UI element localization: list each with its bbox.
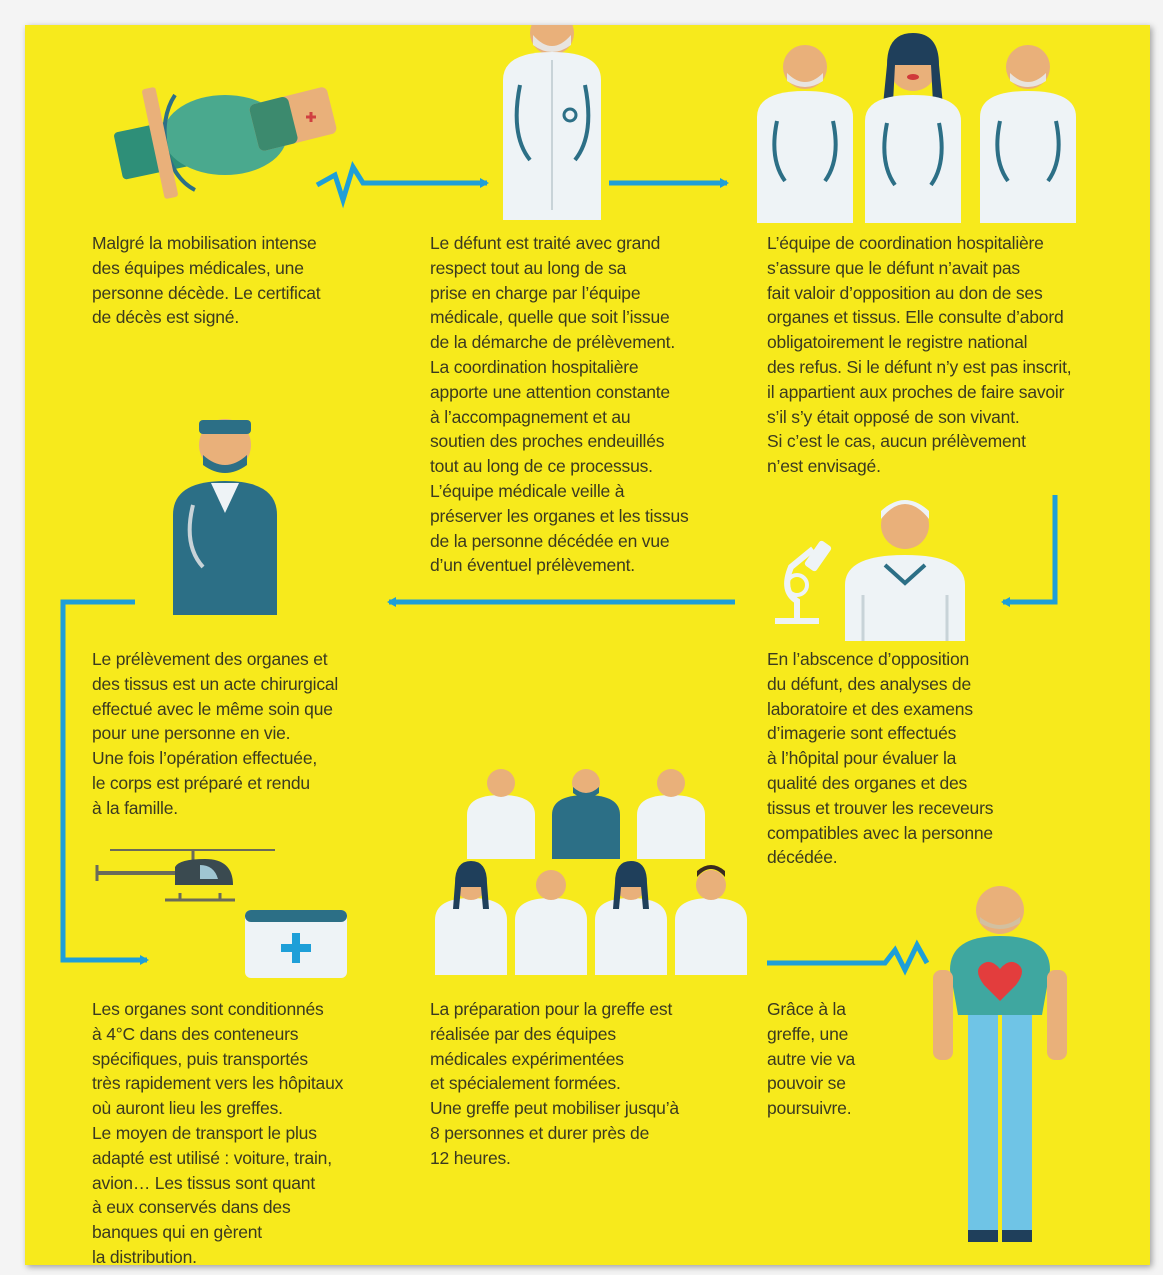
step-3-text: L’équipe de coordination hospitalière s’… bbox=[767, 233, 1072, 477]
step-1-text: Malgré la mobilisation intense des équip… bbox=[92, 233, 321, 328]
infographic-artwork bbox=[60, 25, 1076, 1242]
laboratory-microscope-icon bbox=[775, 500, 965, 641]
step-6-text: Les organes sont conditionnés à 4°C dans… bbox=[92, 999, 344, 1265]
step-5-text: Le prélèvement des organes et des tissus… bbox=[92, 649, 339, 818]
infographic-panel: Malgré la mobilisation intense des équip… bbox=[25, 25, 1150, 1265]
step-2-text: Le défunt est traité avec grand respect … bbox=[430, 233, 689, 576]
step-8-text: Grâce à la greffe, une autre vie va pouv… bbox=[767, 999, 856, 1119]
arrow-3-4 bbox=[1001, 495, 1058, 607]
step-7-text: La préparation pour la greffe est réalis… bbox=[430, 999, 679, 1168]
helicopter-and-medical-kit-icon bbox=[95, 849, 347, 978]
doctor-icon bbox=[503, 25, 601, 220]
heartbeat-arrow-1 bbox=[315, 161, 489, 209]
arrow-5-6 bbox=[60, 599, 149, 965]
coordination-team-icon bbox=[757, 33, 1076, 223]
surgeon-icon bbox=[173, 419, 277, 615]
recipient-with-heart-icon bbox=[933, 886, 1067, 1242]
deceased-patient-icon bbox=[114, 87, 337, 199]
step-4-text: En l’abscence d’opposition du défunt, de… bbox=[767, 649, 994, 868]
transplant-team-icon bbox=[435, 769, 747, 975]
heartbeat-arrow-7-8 bbox=[767, 939, 930, 976]
